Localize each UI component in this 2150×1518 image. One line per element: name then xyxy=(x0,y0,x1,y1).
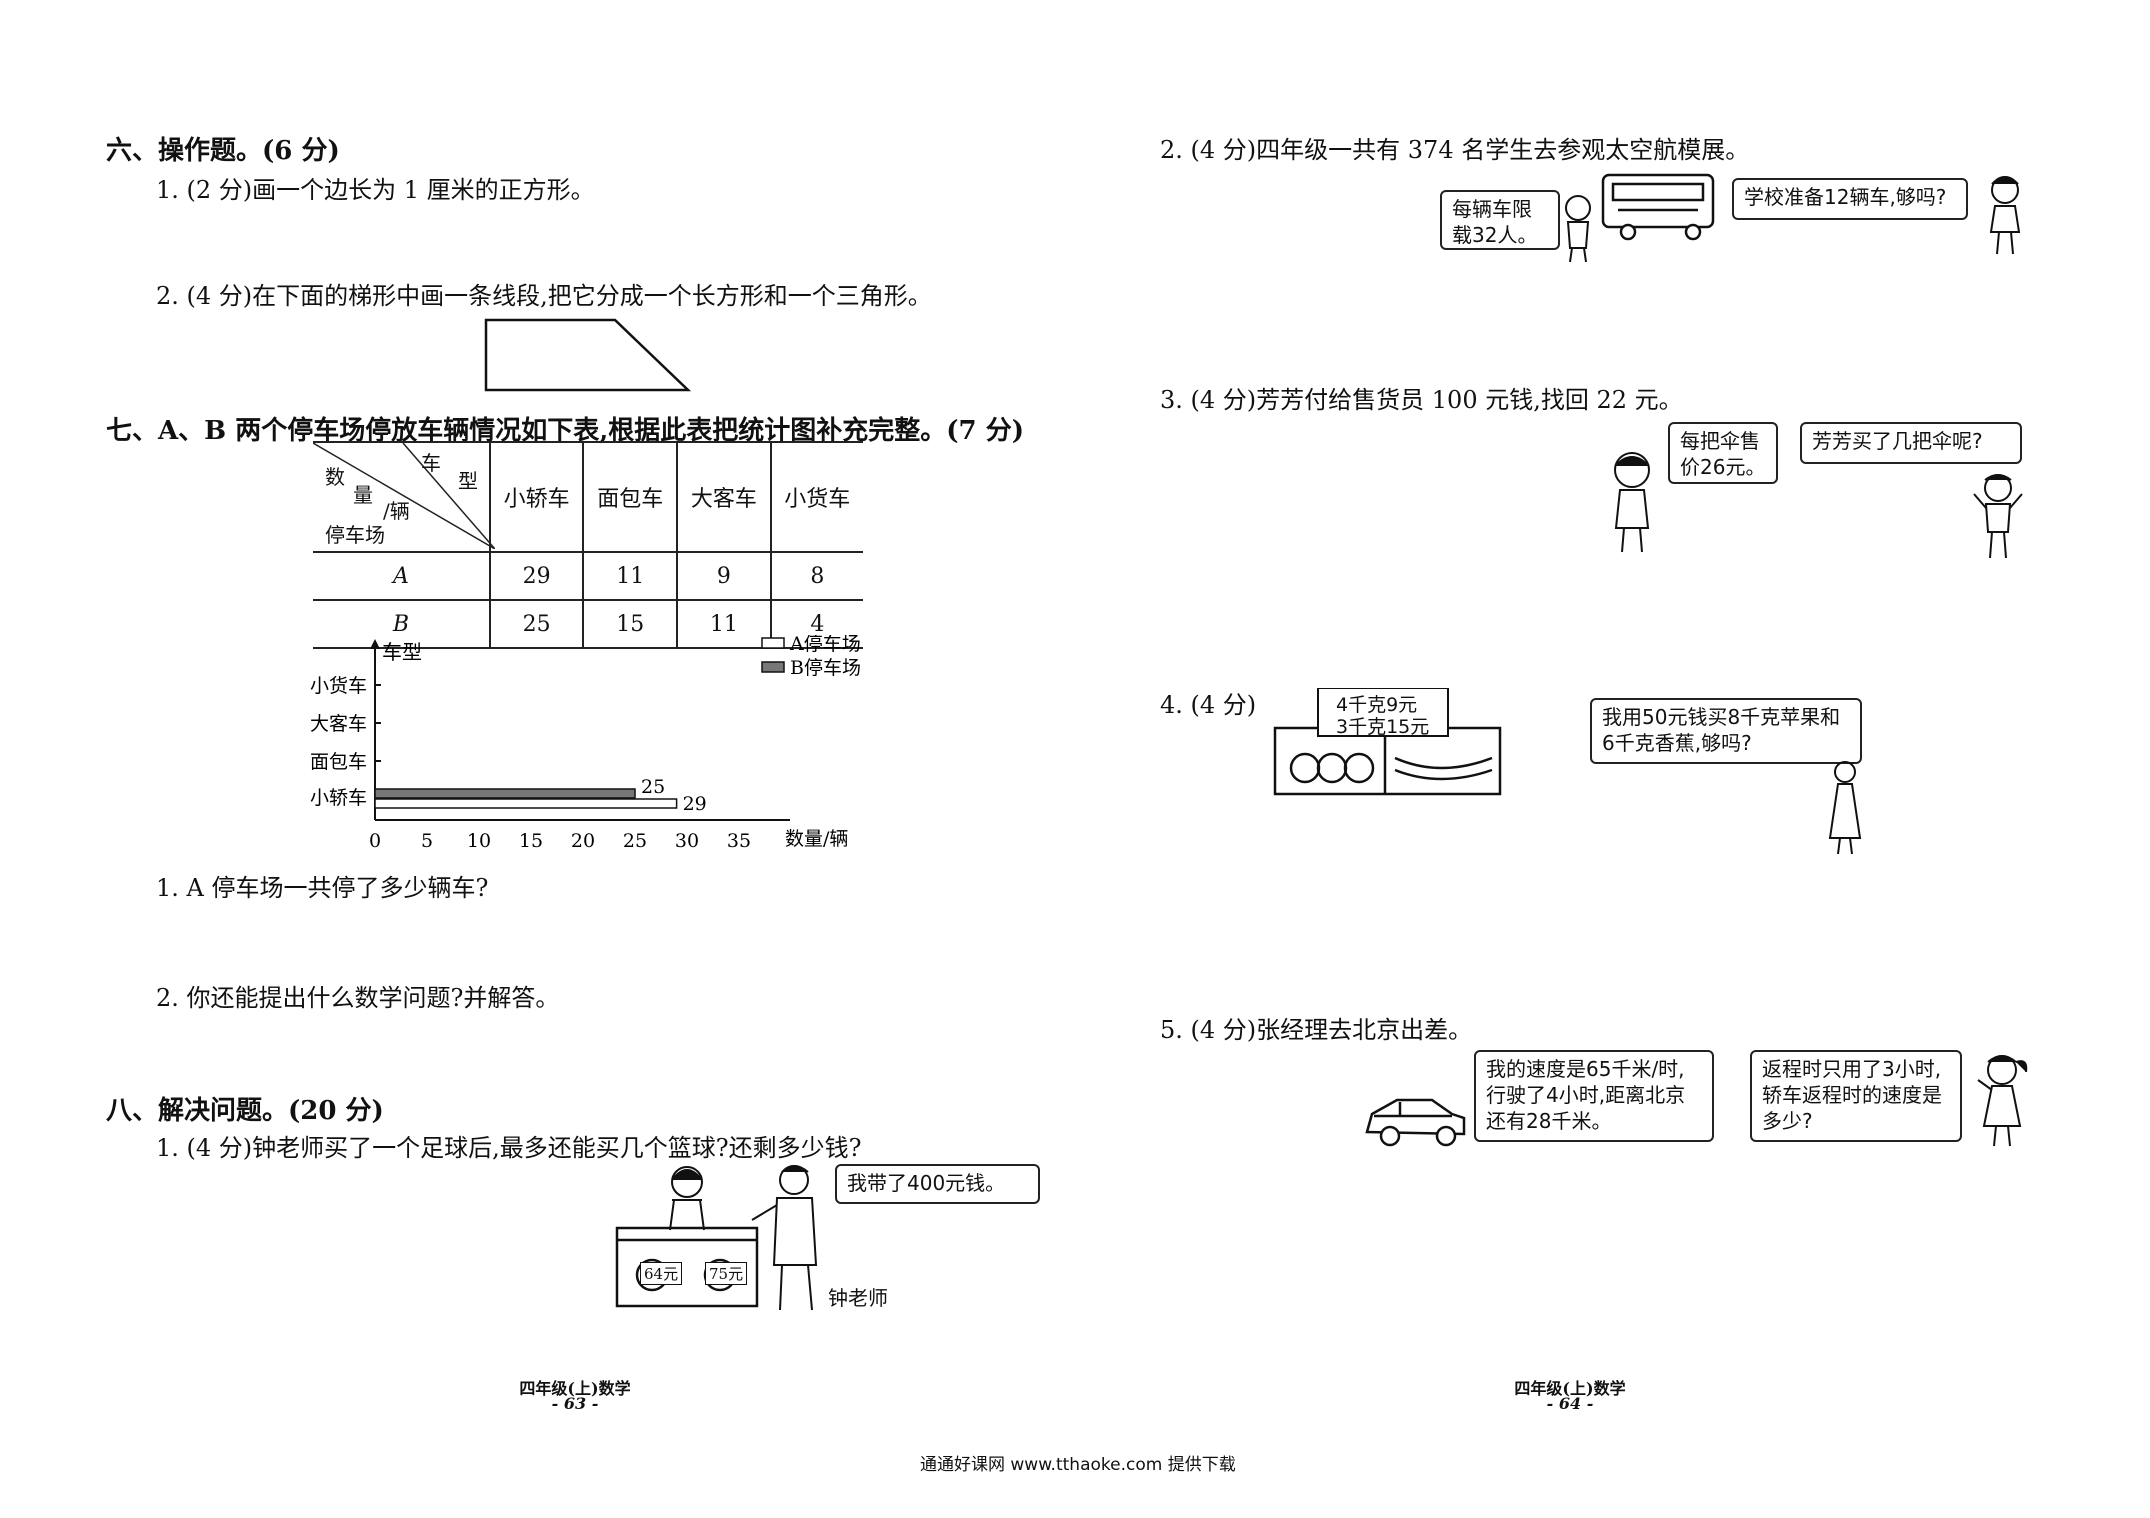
corner-label-liang: 量 xyxy=(353,483,373,507)
price-tag-basketball: 75元 xyxy=(705,1262,748,1285)
legend-swatch-a xyxy=(761,637,785,649)
corner-label-xing: 型 xyxy=(458,469,478,493)
car-illustration xyxy=(1365,1098,1466,1147)
bar-value-label: 25 xyxy=(641,776,665,798)
bar-b xyxy=(374,788,636,799)
price-tag-football: 64元 xyxy=(640,1262,683,1285)
table-corner-diagonals xyxy=(313,443,495,549)
price-sign xyxy=(1317,688,1449,737)
question-7-2: 2. 你还能提出什么数学问题?并解答。 xyxy=(156,984,560,1012)
speech-bubble-r2b: 学校准备12辆车,够吗? xyxy=(1732,178,1968,220)
y-axis-label: 车型 xyxy=(382,640,422,664)
bar-value-label: 29 xyxy=(683,793,707,815)
row-label: B xyxy=(313,600,490,649)
y-axis-arrow xyxy=(370,639,380,649)
corner-label-unit: /辆 xyxy=(383,499,410,523)
question-6-2: 2. (4 分)在下面的梯形中画一条线段,把它分成一个长方形和一个三角形。 xyxy=(156,282,932,310)
parking-table: 车 型 数 量 /辆 停车场 小轿车 面包车 大客车 小货车 A 29 11 9… xyxy=(313,441,863,649)
row-label: A xyxy=(313,552,490,601)
x-tick-label: 15 xyxy=(519,830,543,852)
shop-scene-illustration xyxy=(615,1165,818,1311)
speech-bubble-r2a: 每辆车限载32人。 xyxy=(1440,190,1560,250)
girl-figure-r5 xyxy=(1977,1055,2028,1147)
section-8-title: 八、解决问题。(20 分) xyxy=(106,1096,384,1126)
bar-a xyxy=(374,798,678,809)
price-sign-apple: 4千克9元 xyxy=(1336,694,1418,716)
table-row: A 29 11 9 8 xyxy=(313,552,863,601)
fruit-stand-illustration xyxy=(1273,688,1502,796)
download-credit: 通通好课网 www.tthaoke.com 提供下载 xyxy=(920,1455,1236,1475)
section-7-title: 七、A、B 两个停车场停放车辆情况如下表,根据此表把统计图补充完整。(7 分) xyxy=(106,416,1024,446)
x-tick-label: 25 xyxy=(623,830,647,852)
corner-label-parking: 停车场 xyxy=(325,523,385,547)
table-cell: 4 xyxy=(769,600,863,649)
trapezoid-figure xyxy=(484,318,692,392)
girl-figure-r3 xyxy=(1614,452,1650,553)
category-label: 小轿车 xyxy=(310,787,367,809)
col-header: 面包车 xyxy=(582,441,678,553)
legend: A停车场 B停车场 xyxy=(761,635,861,679)
boy-figure-r3 xyxy=(1973,474,2023,559)
boy-and-bus-illustration xyxy=(1565,173,1715,263)
x-tick-label: 5 xyxy=(421,830,433,852)
table-row: B 25 15 11 4 xyxy=(313,600,863,649)
speech-bubble-r5a: 我的速度是65千米/时,行驶了4小时,距离北京还有28千米。 xyxy=(1474,1050,1714,1142)
corner-label-che: 车 xyxy=(421,451,441,475)
speech-bubble-r3a: 每把伞售价26元。 xyxy=(1668,422,1778,484)
x-tick-label: 0 xyxy=(369,830,381,852)
legend-label-b: B停车场 xyxy=(790,657,861,679)
footer-page-left: - 63 - xyxy=(551,1394,599,1413)
table-cell: 9 xyxy=(676,552,771,601)
boy-figure xyxy=(1565,195,1591,263)
table-cell: 11 xyxy=(676,600,771,649)
category-label: 大客车 xyxy=(310,713,367,735)
question-8-1: 1. (4 分)钟老师买了一个足球后,最多还能买几个篮球?还剩多少钱? xyxy=(156,1134,862,1162)
col-header: 大客车 xyxy=(676,441,771,553)
price-sign-banana: 3千克15元 xyxy=(1336,716,1430,738)
table-header-row: 车 型 数 量 /辆 停车场 小轿车 面包车 大客车 小货车 xyxy=(313,441,863,553)
speech-bubble-r4: 我用50元钱买8千克苹果和6千克香蕉,够吗? xyxy=(1590,698,1862,764)
speech-bubble-teacher: 我带了400元钱。 xyxy=(835,1164,1040,1204)
x-tick-label: 30 xyxy=(675,830,699,852)
question-r4: 4. (4 分) xyxy=(1160,691,1257,719)
teacher-figure xyxy=(751,1165,818,1311)
corner-label-shu: 数 xyxy=(325,465,345,489)
legend-label-a: A停车场 xyxy=(789,635,861,655)
table-cell: 8 xyxy=(769,552,863,601)
table-cell: 11 xyxy=(582,552,678,601)
girl-figure-r2 xyxy=(1989,176,2021,255)
question-r3: 3. (4 分)芳芳付给售货员 100 元钱,找回 22 元。 xyxy=(1160,386,1683,414)
category-label: 小货车 xyxy=(310,675,367,697)
col-header: 小轿车 xyxy=(488,441,584,553)
table-cell: 29 xyxy=(488,552,584,601)
speech-bubble-r3b: 芳芳买了几把伞呢? xyxy=(1800,422,2022,464)
footer-title-left: 四年级(上)数学 xyxy=(519,1379,631,1398)
table-corner-cell: 车 型 数 量 /辆 停车场 xyxy=(313,441,495,553)
woman-figure-r4 xyxy=(1828,761,1862,855)
question-7-1: 1. A 停车场一共停了多少辆车? xyxy=(156,874,489,902)
section-6-title: 六、操作题。(6 分) xyxy=(106,136,340,166)
speech-bubble-r5b: 返程时只用了3小时,轿车返程时的速度是多少? xyxy=(1750,1050,1962,1142)
question-r2: 2. (4 分)四年级一共有 374 名学生去参观太空航模展。 xyxy=(1160,136,1750,164)
x-tick-label: 20 xyxy=(571,830,595,852)
footer-title-right: 四年级(上)数学 xyxy=(1514,1379,1626,1398)
col-header: 小货车 xyxy=(769,441,863,553)
bus-figure xyxy=(1601,173,1715,241)
shopkeeper-figure xyxy=(669,1166,705,1231)
table-cell: 25 xyxy=(488,600,584,649)
footer-page-right: - 64 - xyxy=(1546,1394,1594,1413)
question-6-1: 1. (2 分)画一个边长为 1 厘米的正方形。 xyxy=(156,176,595,204)
legend-swatch-b xyxy=(761,661,785,673)
x-tick-label: 35 xyxy=(727,830,751,852)
table-cell: 15 xyxy=(582,600,678,649)
teacher-name-label: 钟老师 xyxy=(828,1286,888,1310)
x-tick-label: 10 xyxy=(467,830,491,852)
question-r5: 5. (4 分)张经理去北京出差。 xyxy=(1160,1016,1473,1044)
x-axis-label: 数量/辆 xyxy=(785,828,848,850)
category-label: 面包车 xyxy=(310,751,367,773)
